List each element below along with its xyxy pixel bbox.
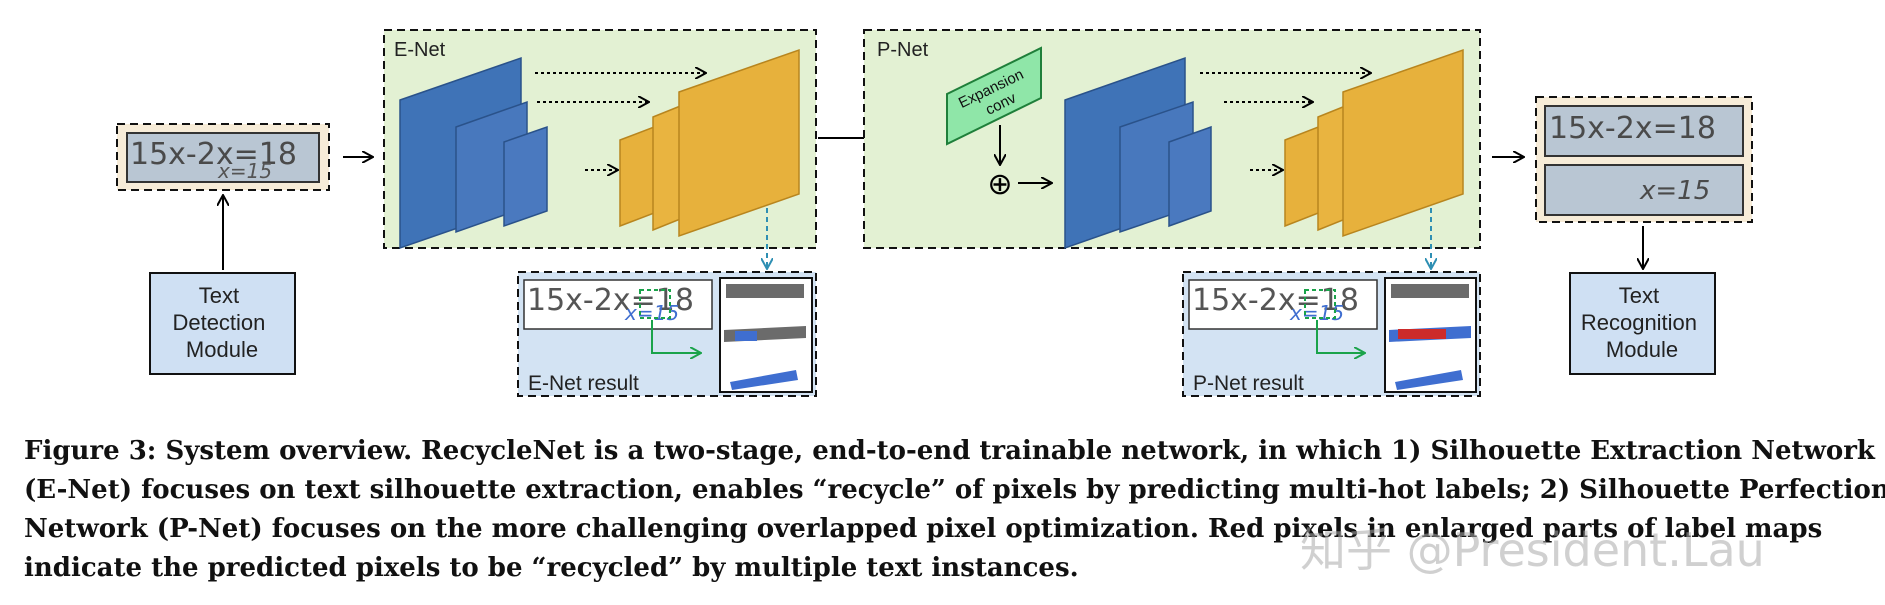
enet-result-equation: 15x-2x=18	[527, 283, 694, 318]
text-recognition-label: Text Recognition Module	[1581, 283, 1703, 362]
enet-result-panel: 15x-2x=18 x=15 E-Net result	[517, 271, 817, 397]
text-detection-label: Text Detection Module	[172, 283, 271, 362]
pnet-red-pixels	[1398, 329, 1446, 339]
watermark: 知乎 @President.Lau	[1300, 523, 1765, 577]
enet-title: E-Net	[394, 39, 446, 61]
enet-zoom-box	[639, 289, 671, 319]
pnet-result-panel: 15x-2x=18 x=15 P-Net result	[1182, 271, 1481, 397]
enet-panel: E-Net	[383, 29, 817, 250]
input-equation-text: 15x-2x=18	[130, 137, 297, 172]
figure-caption: Figure 3: System overview. RecycleNet is…	[24, 432, 1885, 588]
enet-labelmap-bottom	[730, 370, 798, 390]
caption-line-3: Network (P-Net) focuses on the more chal…	[24, 514, 1823, 544]
enet-zoom-arrow	[651, 320, 700, 353]
pnet-result-label: P-Net result	[1193, 372, 1304, 395]
expansion-conv-box	[946, 46, 1042, 146]
pnet-panel: P-Net Expansion conv ⊕	[863, 29, 1481, 250]
text-detection-module: Text Detection Module	[149, 272, 296, 375]
output-line-1: 15x-2x=18	[1549, 111, 1716, 146]
output-crops: 15x-2x=18 x=15	[1535, 96, 1753, 223]
pnet-zoom-box	[1304, 289, 1336, 319]
pnet-labelmap-bottom	[1395, 370, 1463, 390]
enet-decoder-map-3	[678, 48, 800, 238]
pnet-decoder-map-3	[1342, 48, 1464, 238]
enet-result-label: E-Net result	[528, 372, 639, 395]
pnet-title: P-Net	[877, 39, 929, 61]
pnet-labelmap-top	[1391, 284, 1469, 298]
enet-labelmap-top	[726, 284, 804, 298]
enet-encoder-map-3	[503, 125, 548, 228]
caption-line-4: indicate the predicted pixels to be “rec…	[24, 553, 1079, 583]
input-annotation-text: x=15	[217, 159, 272, 183]
pnet-encoder-map-3	[1168, 125, 1212, 228]
caption-line-1: Figure 3: System overview. RecycleNet is…	[24, 436, 1875, 466]
pnet-result-equation: 15x-2x=18	[1192, 283, 1359, 318]
pnet-zoom-arrow	[1316, 320, 1364, 353]
text-recognition-module: Text Recognition Module	[1569, 272, 1716, 375]
output-line-2: x=15	[1639, 176, 1710, 206]
input-crop: 15x-2x=18 x=15	[116, 123, 330, 191]
sum-icon: ⊕	[987, 167, 1012, 202]
caption-line-2: (E-Net) focuses on text silhouette extra…	[24, 475, 1885, 505]
system-overview-diagram: 15x-2x=18 x=15 Text Detection Module E-N…	[116, 29, 1753, 397]
